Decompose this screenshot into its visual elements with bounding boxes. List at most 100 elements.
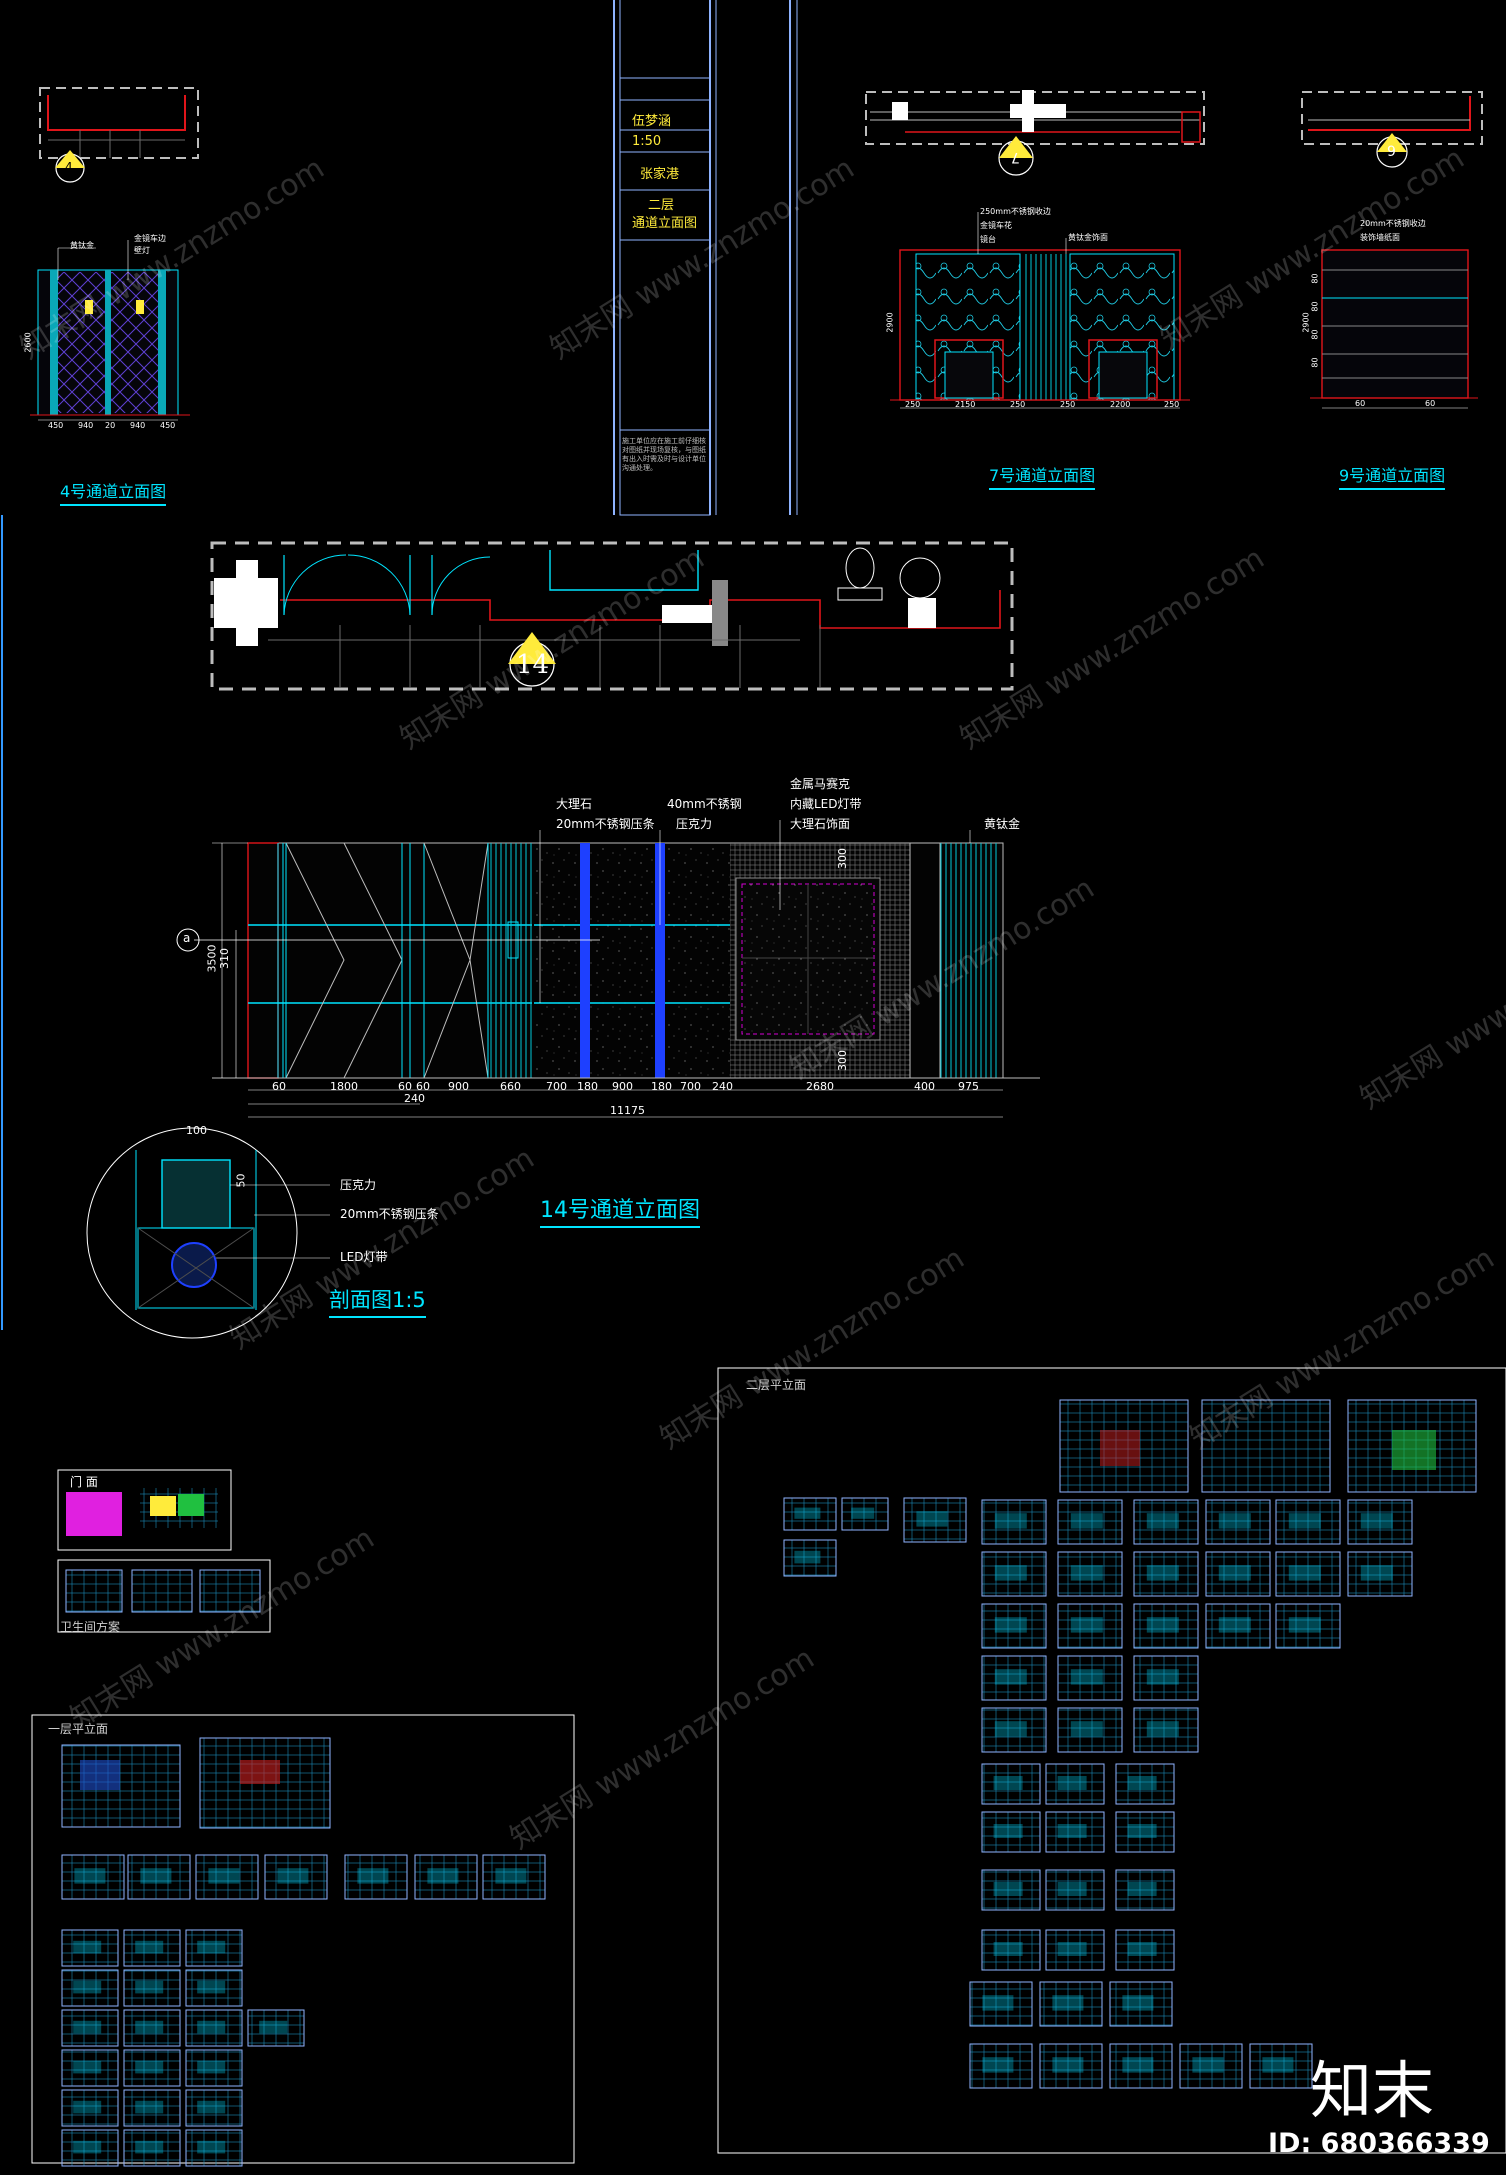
drawing-sheet-thumbnail <box>1115 1869 1175 1911</box>
drawing-sheet-thumbnail <box>185 2049 243 2087</box>
drawing-sheet-thumbnail <box>981 1811 1041 1853</box>
drawing-sheet-thumbnail <box>1057 1655 1123 1701</box>
drawing-sheet-thumbnail <box>1275 1551 1341 1597</box>
dim14-d10: 180 <box>651 1080 672 1093</box>
thumbnail-content <box>1057 1942 1087 1956</box>
thumbnail-content <box>427 1868 459 1884</box>
drawing-sheet-thumbnail <box>981 1707 1047 1753</box>
ann4-mirror: 金镜车边 <box>134 234 166 243</box>
thumbnail-content <box>1218 1617 1251 1633</box>
ann7-mirror: 金镜车花 <box>980 221 1012 230</box>
elevation-7 <box>890 212 1190 409</box>
overview-thumbnails <box>61 1497 1413 2167</box>
section-marker-9 <box>1376 133 1408 168</box>
drawing-sheet-thumbnail <box>1045 1811 1105 1853</box>
plan-7 <box>865 90 1205 145</box>
drawing-sheet-thumbnail <box>1109 1981 1173 2027</box>
thumbnail-content <box>197 2140 226 2154</box>
thumbnail-content <box>982 2057 1014 2073</box>
drawing-sheet-thumbnail <box>1045 1929 1105 1971</box>
drawing-sheet-thumbnail <box>61 1969 119 2007</box>
drawing-sheet-thumbnail <box>123 1929 181 1967</box>
dim14-d3: 60 <box>398 1080 412 1093</box>
thumbnail-content <box>197 2020 226 2034</box>
drawing-sheet-thumbnail <box>1057 1707 1123 1753</box>
thumbnail-content <box>993 1776 1023 1790</box>
drawing-sheet-thumbnail <box>123 2089 181 2127</box>
dim9-v4: 80 <box>1310 357 1320 368</box>
thumbnail-content <box>1360 1565 1393 1581</box>
drawing-sheet-thumbnail <box>1179 2043 1243 2089</box>
thumbnail-content <box>135 1980 164 1994</box>
title-14: 14号通道立面图 <box>540 1192 700 1228</box>
ann14-steel-strip: 20mm不锈钢压条 <box>556 817 655 831</box>
thumbnail-content <box>982 1995 1014 2011</box>
section-marker-14 <box>508 632 556 687</box>
title-section: 剖面图1:5 <box>329 1284 426 1318</box>
second-floor-frame <box>717 1367 1506 2154</box>
thumbnail-content <box>135 2060 164 2074</box>
drawing-sheet-thumbnail <box>1249 2043 1313 2089</box>
dim14-d2: 1800 <box>330 1080 358 1093</box>
drawing-sheet-thumbnail <box>1347 1499 1413 1545</box>
drawing-sheet-thumbnail <box>1115 1763 1175 1805</box>
title-9: 9号通道立面图 <box>1339 462 1446 490</box>
thumbnail-content <box>1288 1565 1321 1581</box>
ann7-counter: 镜台 <box>980 235 996 244</box>
thumbnail-content <box>1360 1513 1393 1529</box>
drawing-sheet-thumbnail <box>1205 1551 1271 1597</box>
marker-9-label: 9 <box>1387 144 1396 160</box>
thumbnail-content <box>1052 2057 1084 2073</box>
drawing-sheet-thumbnail <box>1045 1763 1105 1805</box>
dim4-d4: 940 <box>130 421 146 430</box>
thumbnail-content <box>851 1507 875 1519</box>
drawing-sheet-thumbnail <box>1133 1603 1199 1649</box>
thumbnail-content <box>1122 1995 1154 2011</box>
ann4-titanium: 黄钛金 <box>70 241 94 250</box>
drawing-sheet-thumbnail <box>1133 1707 1199 1753</box>
section-marker-4 <box>55 150 85 183</box>
toilet-thumb-frame <box>57 1559 271 1633</box>
drawing-sheet-thumbnail <box>1275 1603 1341 1649</box>
titleblock-scale: 1:50 <box>632 134 662 149</box>
dim14-d12: 240 <box>712 1080 733 1093</box>
drawing-sheet-thumbnail <box>981 1869 1041 1911</box>
dim14-d7: 700 <box>546 1080 567 1093</box>
dim14-v1: 300 <box>836 848 849 869</box>
thumbnail-content <box>1218 1513 1251 1529</box>
thumbnail-content <box>135 2100 164 2114</box>
section-dim-height: 50 <box>234 1173 248 1188</box>
dim9-v3: 80 <box>1310 329 1320 340</box>
drawing-sheet-thumbnail <box>61 1929 119 1967</box>
drawing-sheet-thumbnail <box>981 1603 1047 1649</box>
drawing-sheet-thumbnail <box>195 1854 259 1900</box>
thumbnail-content <box>993 1882 1023 1896</box>
elevation-9 <box>1310 249 1478 409</box>
dim14-height: 3500 <box>205 944 219 973</box>
thumbnail-content <box>135 1940 164 1954</box>
drawing-sheet-thumbnail <box>783 1539 837 1577</box>
overview-toilet-label: 卫生间方案 <box>60 1620 121 1634</box>
thumbnail-content <box>994 1565 1027 1581</box>
thumbnail-content <box>1052 1995 1084 2011</box>
level-marker-label: a <box>183 931 191 945</box>
drawing-sheet-thumbnail <box>61 2089 119 2127</box>
section-ann-led: LED灯带 <box>340 1250 388 1264</box>
ann7-steel: 250mm不锈钢收边 <box>980 207 1051 216</box>
thumbnail-content <box>197 1980 226 1994</box>
thumbnail-content <box>73 1940 102 1954</box>
drawing-sheet-thumbnail <box>1039 2043 1103 2089</box>
thumbnail-content <box>73 2100 102 2114</box>
title-4: 4号通道立面图 <box>60 478 167 506</box>
thumbnail-content <box>73 2020 102 2034</box>
thumbnail-content <box>1146 1565 1179 1581</box>
drawing-sheet-thumbnail <box>981 1929 1041 1971</box>
title-7: 7号通道立面图 <box>989 462 1096 490</box>
title-block <box>613 0 798 516</box>
drawing-sheet-thumbnail <box>1275 1499 1341 1545</box>
image-id: ID: 680366339 <box>1268 2128 1490 2159</box>
overview-second-floor-label: 二层平立面 <box>746 1378 807 1392</box>
thumbnail-content <box>495 1868 527 1884</box>
elevation-14 <box>194 820 1040 1118</box>
